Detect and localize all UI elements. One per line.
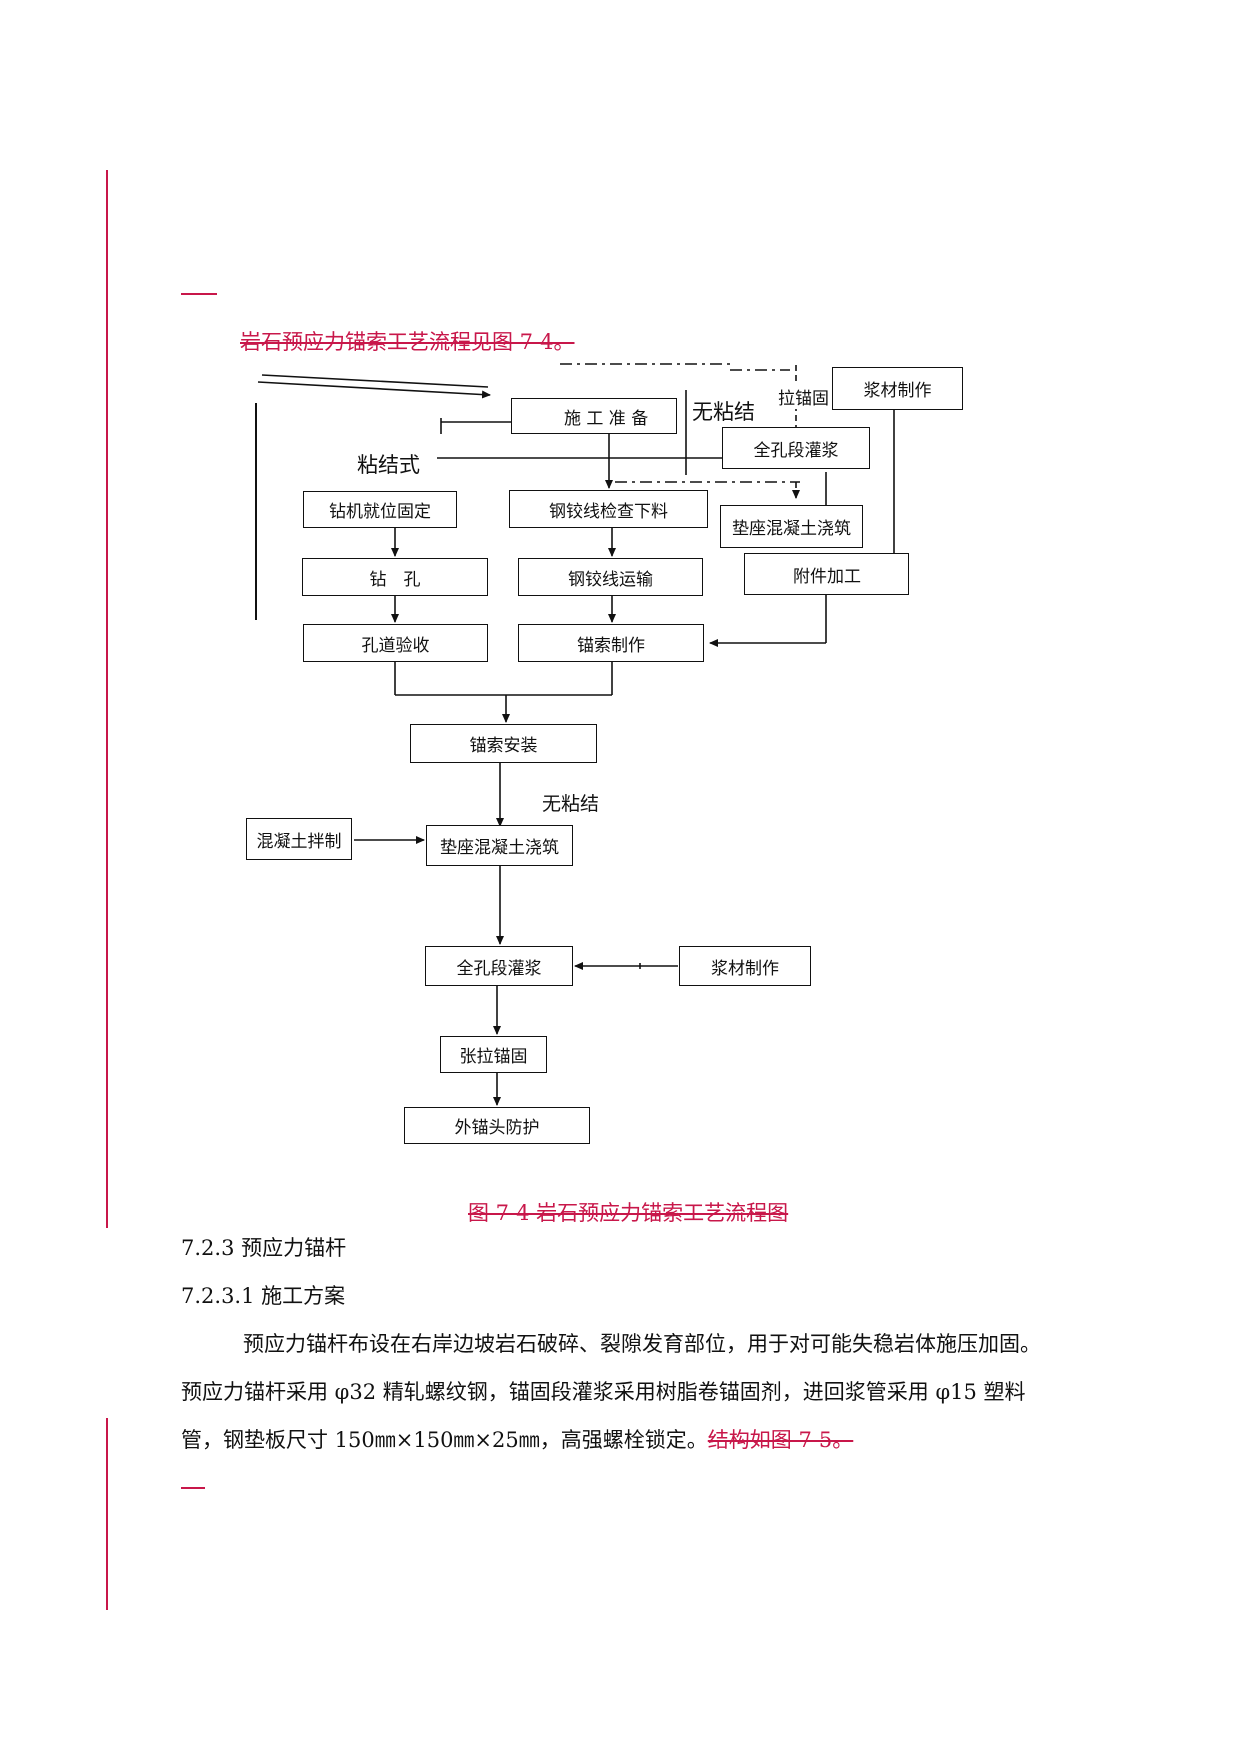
revision-bar-top <box>106 170 108 1228</box>
box-drill: 钻 孔 <box>302 558 488 596</box>
revision-mark-top <box>181 293 217 295</box>
box-cable-make: 锚索制作 <box>518 624 704 662</box>
box-concrete-mix: 混凝土拌制 <box>246 818 352 860</box>
label-bonded: 粘结式 <box>357 453 420 477</box>
box-cable-install: 锚索安装 <box>410 724 597 763</box>
paragraph-line-1: 预应力锚杆布设在右岸边坡岩石破碎、裂隙发育部位，用于对可能失稳岩体施压加固。 <box>243 1332 1041 1356</box>
paragraph-line-3: 管，钢垫板尺寸 150㎜×150㎜×25㎜，高强螺栓锁定。结构如图 7-5。 <box>181 1430 853 1451</box>
label-unbonded-mid: 无粘结 <box>542 793 600 815</box>
subsection-heading: 7.2.3.1 施工方案 <box>181 1284 346 1308</box>
box-slurry: 浆材制作 <box>679 946 811 986</box>
intro-line: 岩石预应力锚索工艺流程见图 7-4。 <box>240 330 575 354</box>
box-hole-accept: 孔道验收 <box>303 624 488 662</box>
section-heading: 7.2.3 预应力锚杆 <box>181 1236 347 1260</box>
box-slurry-top: 浆材制作 <box>832 367 963 410</box>
figure-caption: 图 7-4 岩石预应力锚索工艺流程图 <box>468 1201 789 1225</box>
paragraph-line-2: 预应力锚杆采用 φ32 精轧螺纹钢，锚固段灌浆采用树脂卷锚固剂，进回浆管采用 φ… <box>181 1380 1026 1404</box>
paragraph-deleted-ref: 结构如图 7-5。 <box>707 1428 854 1452</box>
box-pad-concrete: 垫座混凝土浇筑 <box>426 825 573 866</box>
revision-mark-bottom <box>181 1487 205 1489</box>
box-prep: 施 工 准 备 <box>511 398 677 434</box>
box-pad-concrete-top: 垫座混凝土浇筑 <box>720 505 863 548</box>
box-grout-full-top: 全孔段灌浆 <box>722 427 870 469</box>
box-fittings: 附件加工 <box>744 553 909 595</box>
box-head-protect: 外锚头防护 <box>404 1107 590 1144</box>
box-grout-full: 全孔段灌浆 <box>425 946 573 986</box>
revision-bar-bottom <box>106 1418 108 1610</box>
label-tension-top: 拉锚固 <box>778 384 829 409</box>
box-drill-setup: 钻机就位固定 <box>303 491 457 528</box>
box-strand-transport: 钢铰线运输 <box>518 558 703 596</box>
box-strand-check: 钢铰线检查下料 <box>509 490 708 528</box>
label-unbonded-top: 无粘结 <box>692 396 755 426</box>
box-tension: 张拉锚固 <box>440 1036 547 1073</box>
paragraph-line-3-text: 管，钢垫板尺寸 150㎜×150㎜×25㎜，高强螺栓锁定。 <box>181 1428 708 1452</box>
